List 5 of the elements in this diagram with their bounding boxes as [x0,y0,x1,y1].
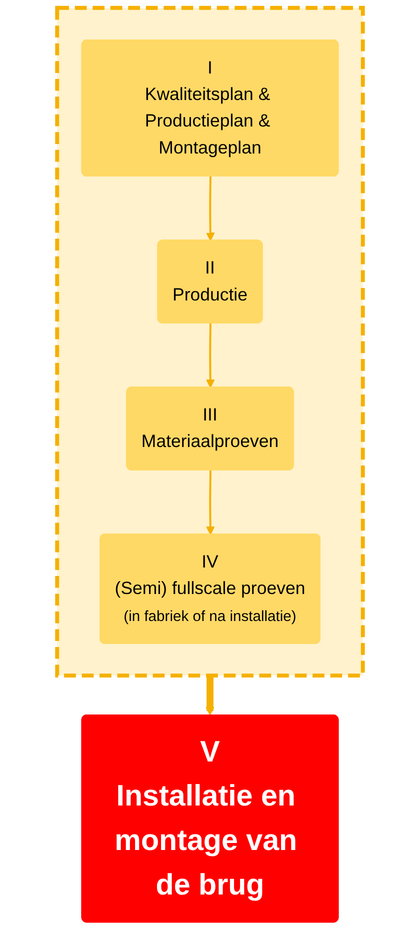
arrow [206,176,214,242]
arrow [206,470,214,535]
arrow [205,675,214,716]
cluster [54,6,364,678]
arrow [206,323,214,388]
